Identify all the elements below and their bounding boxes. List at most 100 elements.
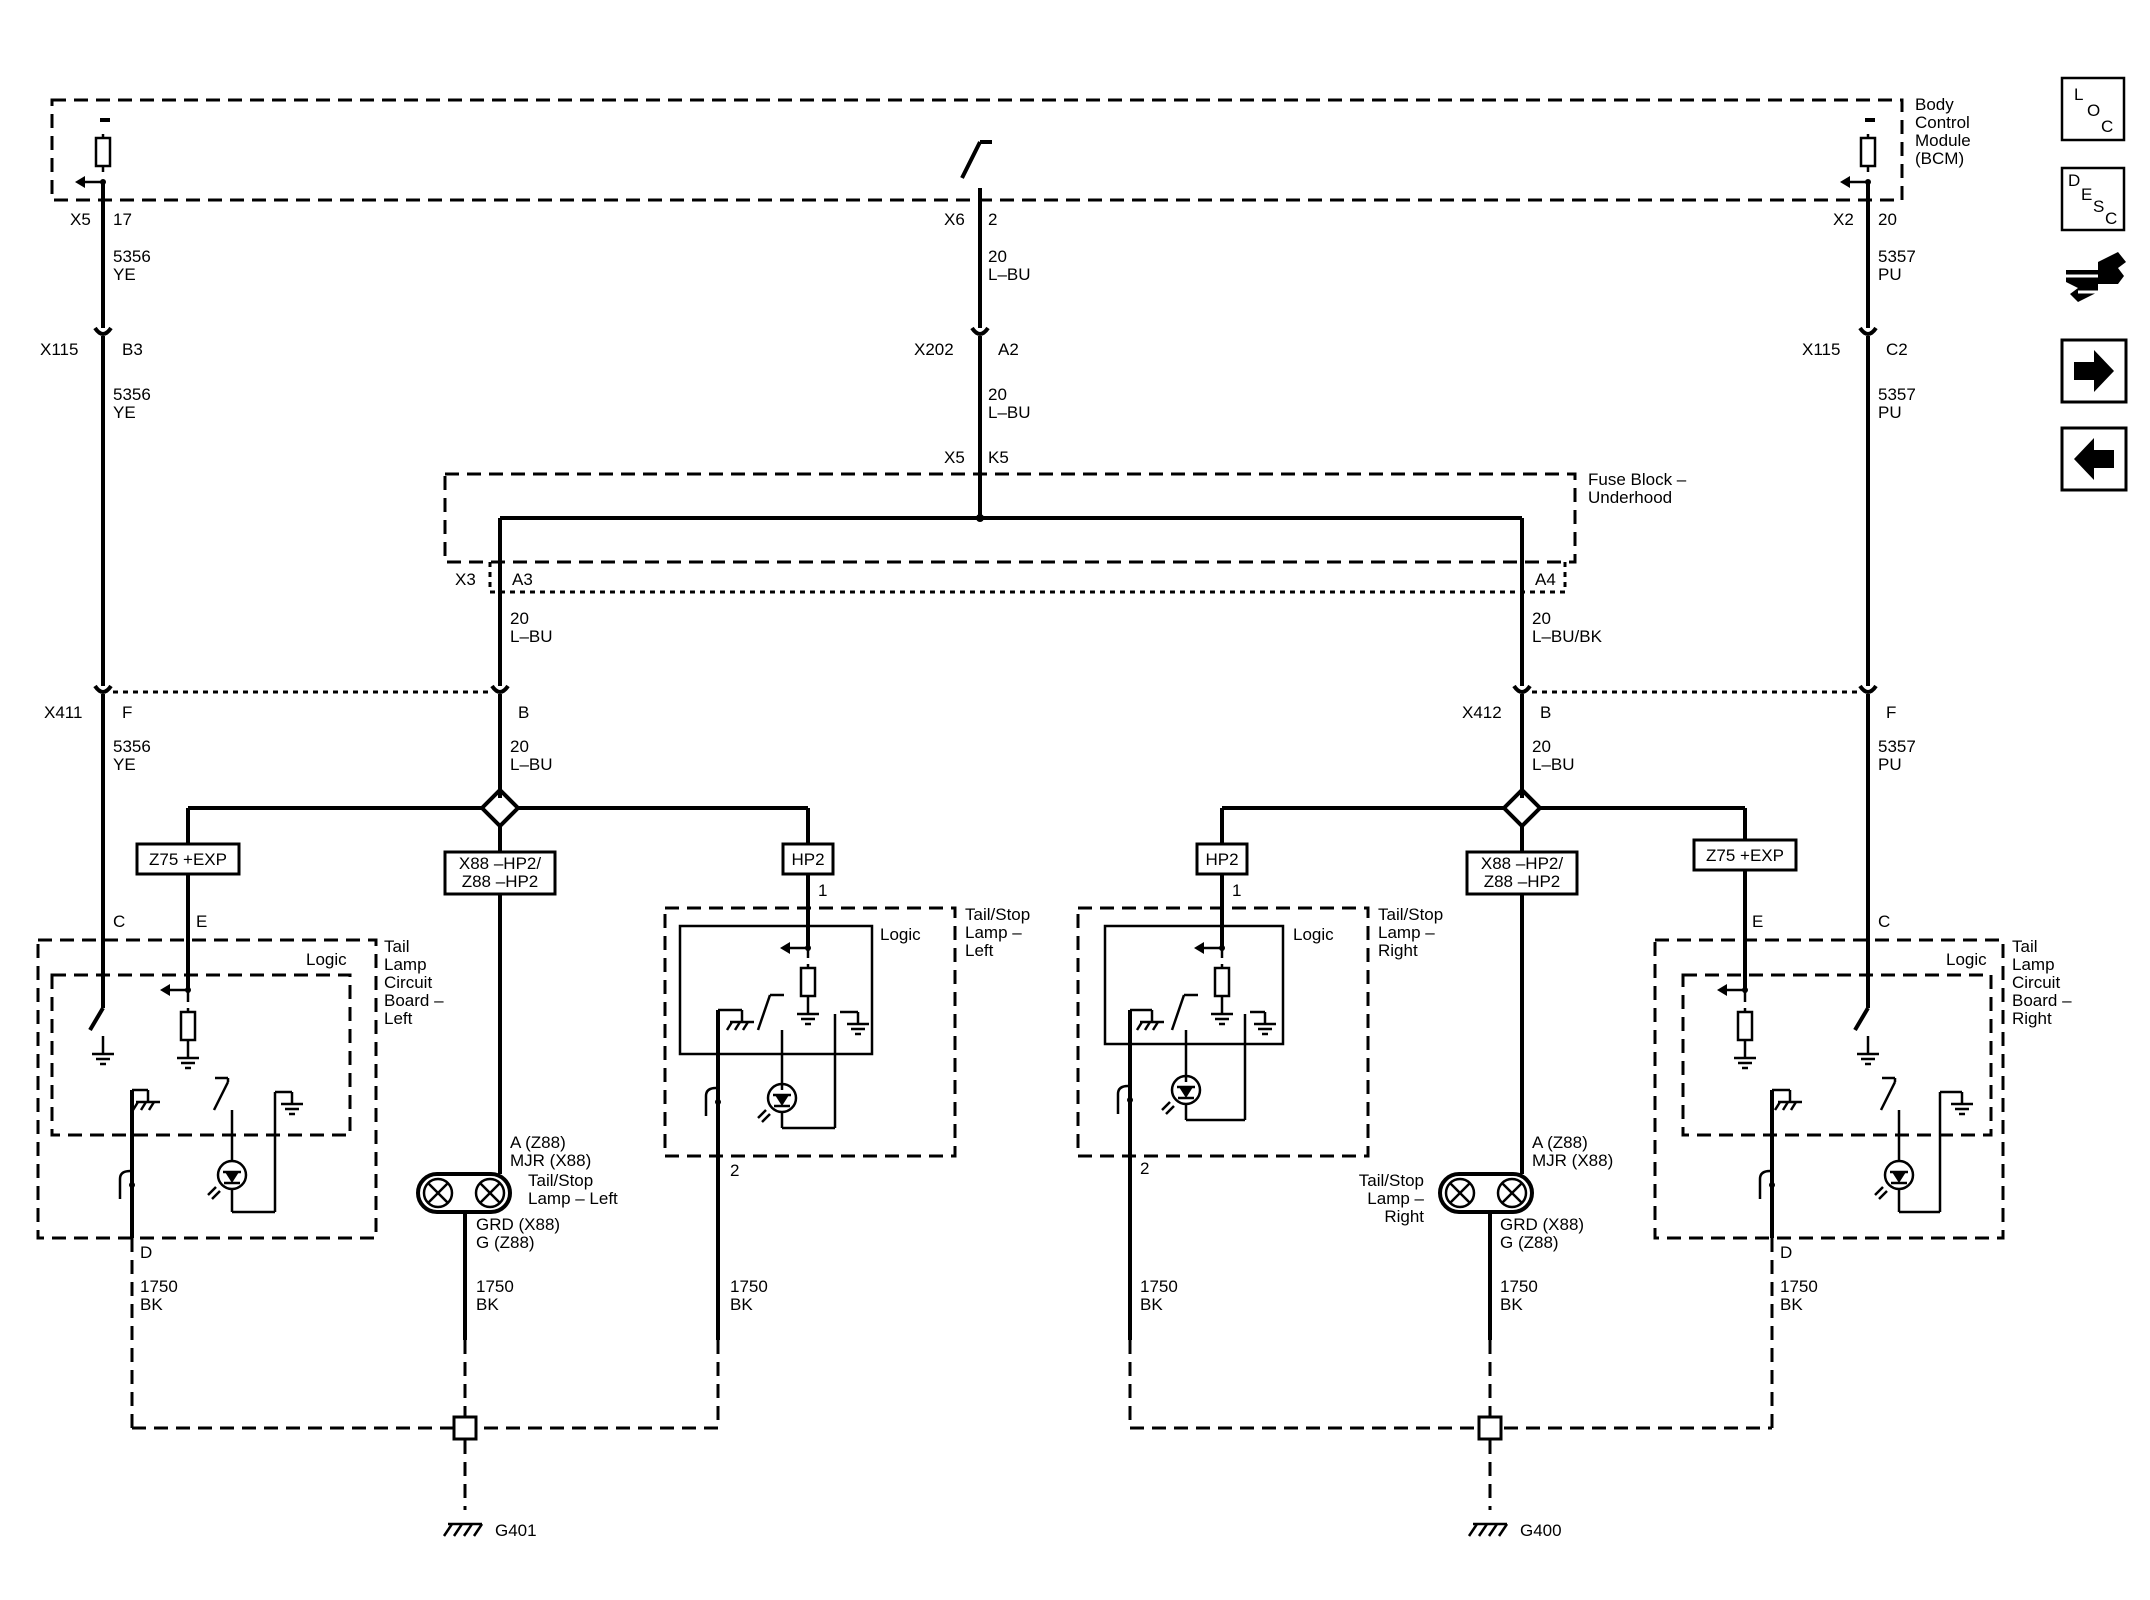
svg-text:X3: X3 — [455, 570, 476, 589]
svg-text:D: D — [1780, 1243, 1792, 1262]
left-option-x88-hp2: X88 –HP2/ Z88 –HP2 — [443, 850, 557, 896]
svg-text:Z75 +EXP: Z75 +EXP — [149, 850, 227, 869]
svg-text:B: B — [518, 703, 529, 722]
svg-text:Tail/Stop: Tail/Stop — [1378, 905, 1443, 924]
svg-text:1: 1 — [1232, 881, 1241, 900]
svg-text:Tail: Tail — [384, 937, 410, 956]
svg-text:X5: X5 — [70, 210, 91, 229]
svg-text:2: 2 — [730, 1161, 739, 1180]
arrow-right-icon[interactable] — [2060, 338, 2128, 404]
svg-text:Lamp – Left: Lamp – Left — [528, 1189, 618, 1208]
circuit-20-fuse-left: X3 A3 20 L–BU B 20 L–BU — [455, 518, 553, 798]
svg-text:Logic: Logic — [1946, 950, 1987, 969]
svg-text:YE: YE — [113, 403, 136, 422]
svg-text:1750: 1750 — [730, 1277, 768, 1296]
svg-text:Left: Left — [384, 1009, 413, 1028]
svg-text:G401: G401 — [495, 1521, 537, 1540]
svg-text:X412: X412 — [1462, 703, 1502, 722]
svg-text:G (Z88): G (Z88) — [476, 1233, 535, 1252]
svg-text:S: S — [2093, 197, 2104, 216]
svg-text:1750: 1750 — [476, 1277, 514, 1296]
svg-text:Body: Body — [1915, 95, 1954, 114]
svg-text:B: B — [1540, 703, 1551, 722]
svg-text:BK: BK — [1780, 1295, 1803, 1314]
loc-letters-icon[interactable]: L O C — [2060, 76, 2126, 142]
svg-text:Logic: Logic — [306, 950, 347, 969]
svg-text:17: 17 — [113, 210, 132, 229]
svg-text:BK: BK — [730, 1295, 753, 1314]
svg-text:Control: Control — [1915, 113, 1970, 132]
svg-text:L–BU: L–BU — [1532, 755, 1575, 774]
tail-lamp-circuit-board-right: Logic Tail Lamp Circuit Board – Right E … — [1653, 870, 2072, 1314]
svg-text:Right: Right — [2012, 1009, 2052, 1028]
arrow-left-icon[interactable] — [2060, 426, 2128, 492]
tail-stop-lamp-right-bulb: A (Z88) MJR (X88) Tail/Stop Lamp – Right… — [1359, 894, 1613, 1340]
svg-text:Lamp: Lamp — [2012, 955, 2055, 974]
svg-text:5357: 5357 — [1878, 247, 1916, 266]
svg-text:F: F — [122, 703, 132, 722]
ground-g400-icon — [1467, 1522, 1509, 1537]
right-splice-branch — [1220, 787, 1747, 852]
svg-text:X88 –HP2/: X88 –HP2/ — [1481, 854, 1563, 873]
tail-lamp-circuit-board-left: Logic Tail Lamp Circuit Board – Left C E… — [36, 874, 444, 1314]
svg-text:20: 20 — [1532, 737, 1551, 756]
svg-text:PU: PU — [1878, 755, 1902, 774]
component-hand-icon[interactable] — [2066, 252, 2126, 302]
svg-text:PU: PU — [1878, 403, 1902, 422]
svg-text:Module: Module — [1915, 131, 1971, 150]
svg-text:Tail/Stop: Tail/Stop — [1359, 1171, 1424, 1190]
svg-text:D: D — [2068, 171, 2080, 190]
svg-text:BK: BK — [476, 1295, 499, 1314]
tail-stop-lamp-left-bulb: A (Z88) MJR (X88) Tail/Stop Lamp – Left … — [416, 894, 618, 1340]
svg-text:BK: BK — [1500, 1295, 1523, 1314]
svg-text:G400: G400 — [1520, 1521, 1562, 1540]
circuit-5357-right: X2 20 5357 PU X115 C2 5357 PU F 5357 PU — [1802, 210, 1916, 1008]
svg-text:Tail/Stop: Tail/Stop — [965, 905, 1030, 924]
svg-text:Left: Left — [965, 941, 994, 960]
svg-text:5357: 5357 — [1878, 737, 1916, 756]
svg-text:X115: X115 — [40, 340, 78, 359]
svg-text:Tail/Stop: Tail/Stop — [528, 1171, 593, 1190]
svg-text:L: L — [2074, 85, 2083, 104]
desc-letters-icon[interactable]: D E S C — [2060, 166, 2126, 232]
right-option-x88-hp2: X88 –HP2/ Z88 –HP2 — [1465, 850, 1579, 896]
svg-text:X5: X5 — [944, 448, 965, 467]
svg-text:L–BU/BK: L–BU/BK — [1532, 627, 1603, 646]
svg-text:L–BU: L–BU — [988, 403, 1031, 422]
svg-text:Lamp –: Lamp – — [965, 923, 1022, 942]
svg-text:1750: 1750 — [1140, 1277, 1178, 1296]
svg-text:YE: YE — [113, 265, 136, 284]
svg-text:Z88 –HP2: Z88 –HP2 — [462, 872, 539, 891]
bcm-left-driver-symbol — [73, 118, 112, 210]
svg-text:X115: X115 — [1802, 340, 1840, 359]
svg-text:Lamp –: Lamp – — [1367, 1189, 1424, 1208]
left-splice-branch — [186, 787, 810, 852]
svg-text:A2: A2 — [998, 340, 1019, 359]
svg-text:Right: Right — [1384, 1207, 1424, 1226]
tail-stop-lamp-left-hp2: Logic Tail/Stop Lamp – Left 1 2 1750 BK — [663, 874, 1030, 1340]
svg-text:X202: X202 — [914, 340, 954, 359]
svg-text:K5: K5 — [988, 448, 1009, 467]
svg-text:2: 2 — [1140, 1159, 1149, 1178]
svg-text:E: E — [1752, 912, 1763, 931]
svg-text:E: E — [196, 912, 207, 931]
svg-text:5356: 5356 — [113, 247, 151, 266]
svg-text:L–BU: L–BU — [510, 755, 553, 774]
svg-text:L–BU: L–BU — [988, 265, 1031, 284]
svg-text:1750: 1750 — [1780, 1277, 1818, 1296]
svg-text:PU: PU — [1878, 265, 1902, 284]
svg-text:A3: A3 — [512, 570, 533, 589]
svg-text:Logic: Logic — [880, 925, 921, 944]
right-option-hp2: HP2 — [1195, 842, 1249, 876]
svg-text:B3: B3 — [122, 340, 143, 359]
svg-text:X411: X411 — [44, 703, 82, 722]
svg-text:X6: X6 — [944, 210, 965, 229]
bcm-boundary — [50, 98, 1904, 202]
svg-text:C: C — [113, 912, 125, 931]
svg-text:BK: BK — [1140, 1295, 1163, 1314]
svg-text:X88 –HP2/: X88 –HP2/ — [459, 854, 541, 873]
svg-text:Tail: Tail — [2012, 937, 2038, 956]
svg-text:F: F — [1886, 703, 1896, 722]
svg-text:A (Z88): A (Z88) — [1532, 1133, 1588, 1152]
svg-text:YE: YE — [113, 755, 136, 774]
